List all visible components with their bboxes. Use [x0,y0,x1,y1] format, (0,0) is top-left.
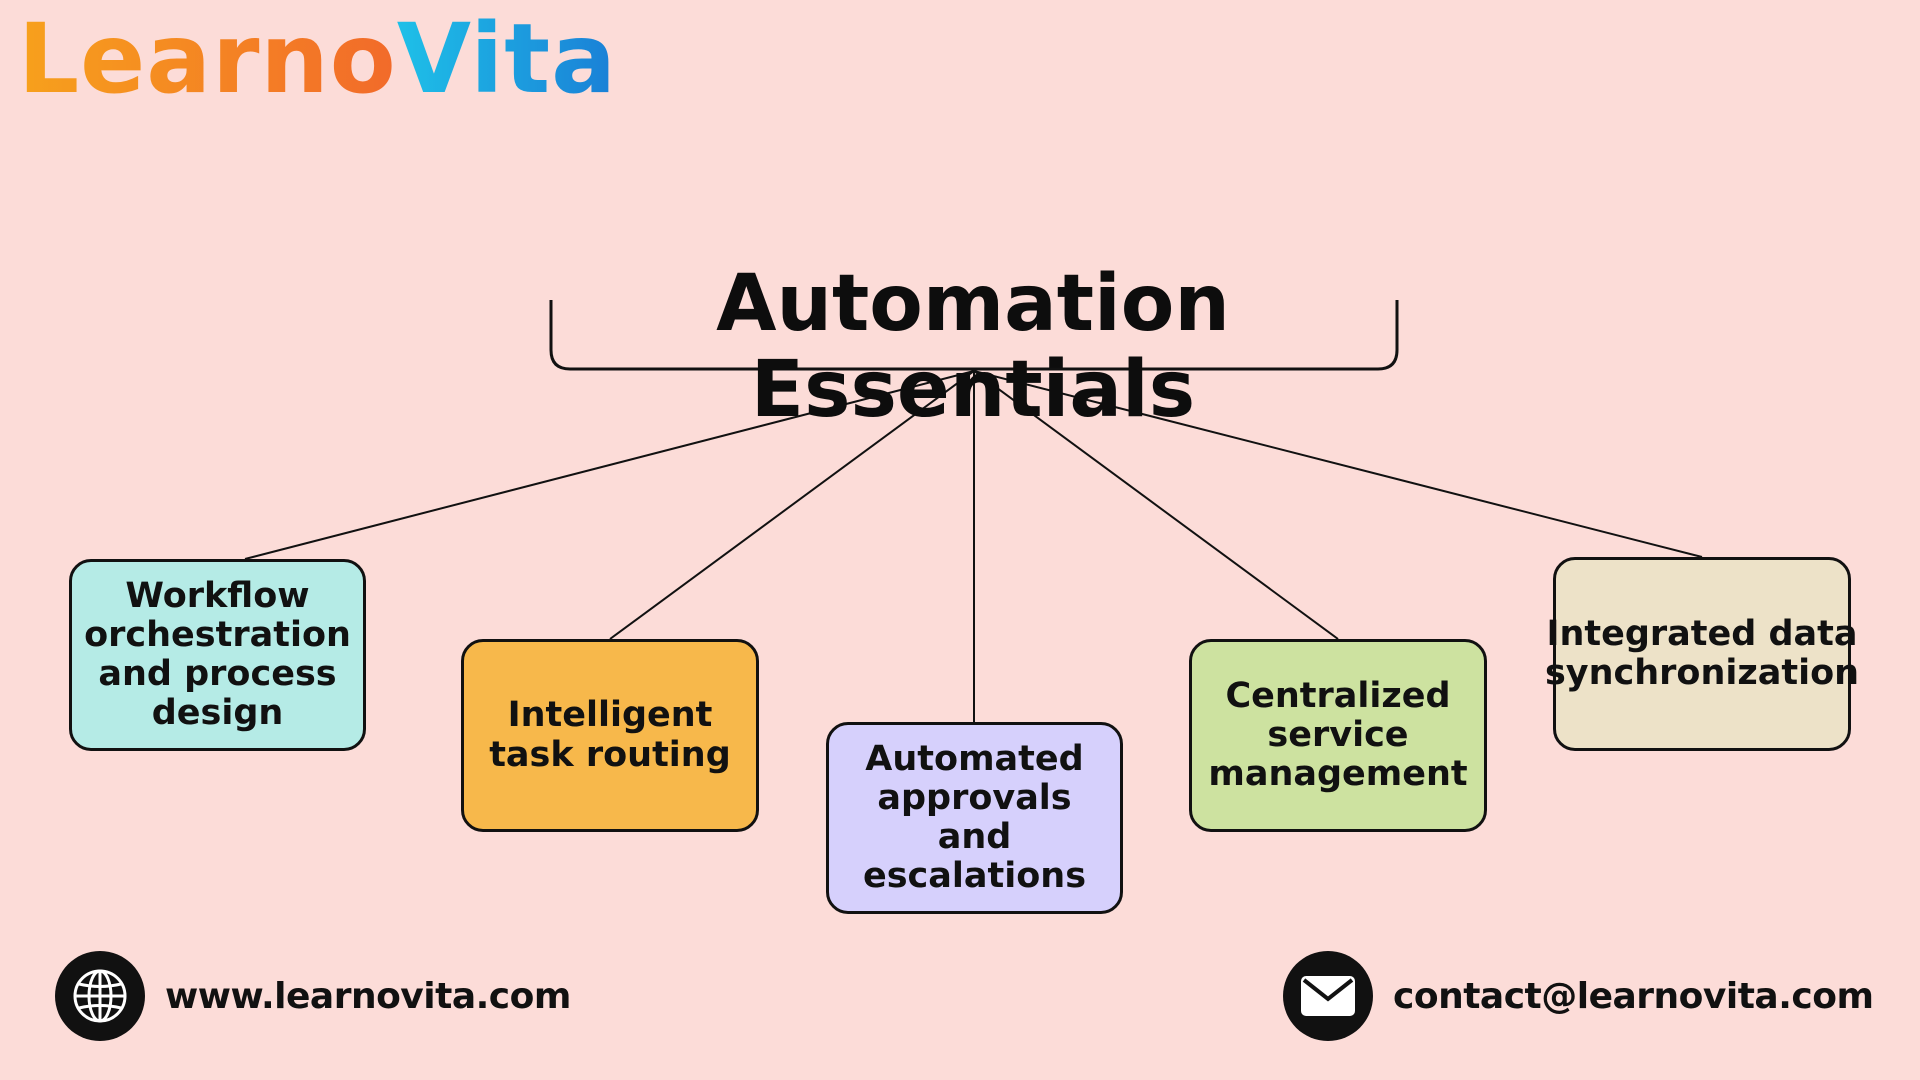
node-label: Automated approvals and escalations [862,738,1087,897]
node-label: Centralized service management [1208,675,1468,795]
connector-line-5 [973,370,1703,558]
node-label: Intelligent task routing [489,695,731,775]
node-automated-approvals: Automated approvals and escalations [826,722,1123,914]
node-integrated-data-sync: Integrated data synchronization [1545,557,1859,751]
connector-line-4 [973,370,1339,640]
diagram-title: Automation Essentials [716,259,1230,435]
connector-line-1 [244,370,975,560]
node-workflow-orchestration: Workflow orchestration and process desig… [69,559,366,751]
connector-line-2 [609,370,975,640]
title-bracket [549,300,1399,371]
website-link[interactable]: www.learnovita.com [165,976,571,1017]
brand-logo: LearnoVita [18,2,617,117]
email-link[interactable]: contact@learnovita.com [1393,976,1874,1017]
globe-icon [55,951,145,1041]
logo-part-vita: Vita [396,3,617,115]
node-label: Integrated data synchronization [1544,613,1860,693]
node-centralized-service-management: Centralized service management [1189,639,1487,832]
node-intelligent-task-routing: Intelligent task routing [461,639,759,832]
logo-part-learno: Learno [18,3,397,115]
envelope-icon [1283,951,1373,1041]
node-label: Workflow orchestration and process desig… [84,575,351,734]
